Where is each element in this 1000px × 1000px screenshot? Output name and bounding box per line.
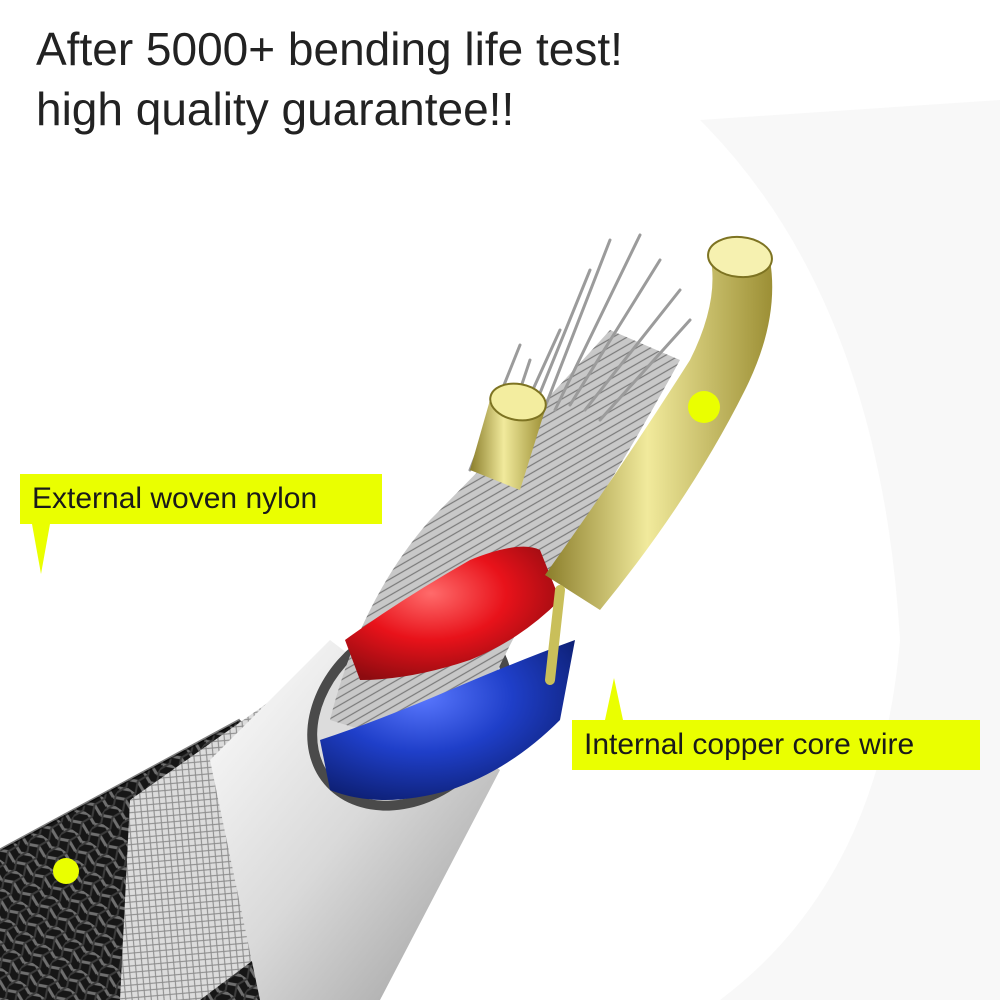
nylon-callout-label: External woven nylon — [20, 474, 382, 524]
copper-core-wire — [545, 235, 773, 685]
headline-line-2: high quality guarantee!! — [36, 83, 515, 135]
small-copper-core — [470, 382, 547, 490]
red-wire — [345, 546, 560, 680]
copper-callout-pointer — [605, 678, 623, 720]
copper-callout-label: Internal copper core wire — [572, 720, 980, 770]
copper-indicator-dot — [688, 391, 720, 423]
nylon-callout-pointer — [32, 524, 50, 574]
headline-line-1: After 5000+ bending life test! — [36, 23, 623, 75]
blue-wire — [320, 640, 575, 800]
nylon-indicator-dot — [53, 858, 79, 884]
